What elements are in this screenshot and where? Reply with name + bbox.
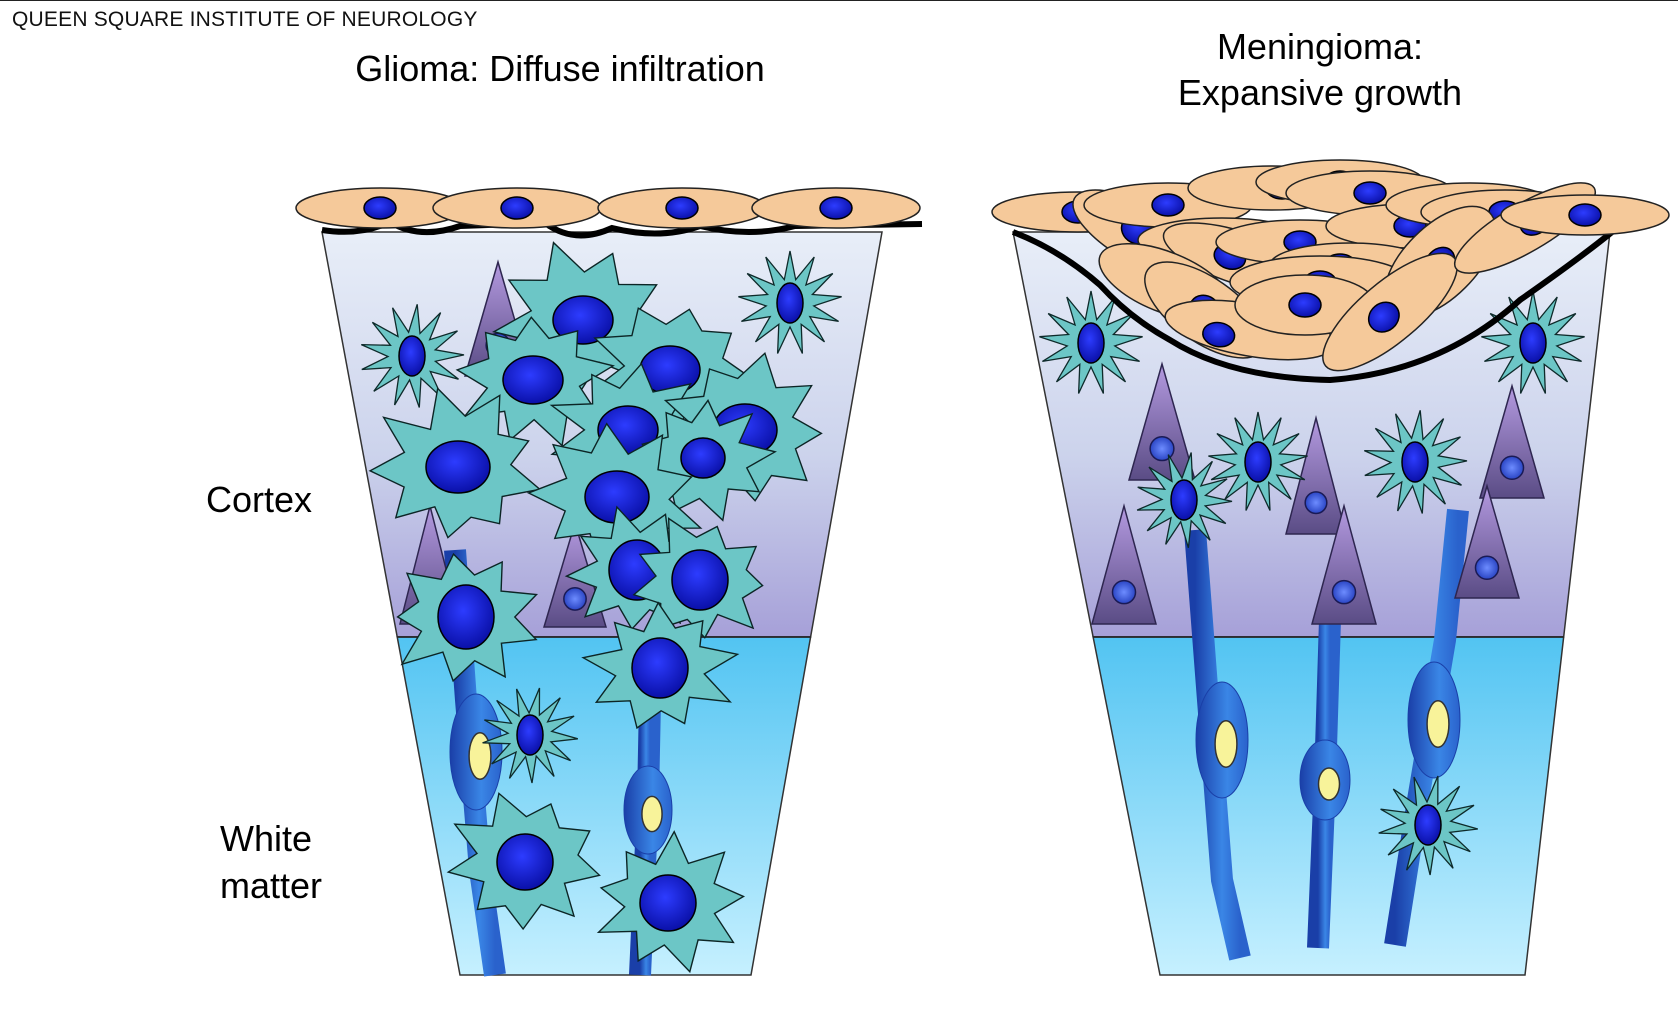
meningioma-cell-15-nucleus bbox=[1202, 321, 1236, 348]
meningioma-microglia-1-nucleus bbox=[1077, 322, 1105, 364]
meningioma-cell-16-nucleus bbox=[1288, 292, 1322, 318]
glioma-meningeal-cell-4-nucleus bbox=[819, 196, 853, 220]
glioma-tumor-cell-14-nucleus bbox=[639, 874, 697, 932]
glioma-tumor-cell-11-nucleus bbox=[437, 584, 495, 650]
glioma-meningeal-cell-4 bbox=[751, 187, 921, 229]
meningioma-axon-2-nucleus bbox=[1317, 767, 1341, 801]
meningioma-axon-1-nucleus bbox=[1214, 720, 1238, 768]
glioma-tumor-cell-12-nucleus bbox=[631, 637, 689, 699]
meningeal-cells bbox=[295, 159, 1670, 384]
glioma-microglia-2-nucleus bbox=[776, 282, 804, 324]
meningioma-axon-3-nucleus bbox=[1426, 700, 1450, 748]
glioma-microglia-3-nucleus bbox=[516, 714, 544, 756]
meningioma-neuron-6 bbox=[1454, 483, 1520, 599]
cortex-label: Cortex bbox=[206, 479, 313, 520]
top-rule bbox=[0, 0, 1678, 1]
meningioma-neuron-6-nucleus bbox=[1474, 555, 1500, 581]
meningioma-microglia-6-nucleus bbox=[1414, 804, 1442, 846]
meningioma-cell-3-nucleus bbox=[1151, 193, 1185, 217]
neurons bbox=[399, 259, 1545, 628]
meningioma-neuron-5 bbox=[1479, 383, 1545, 499]
glioma-tumor-cell-7-nucleus bbox=[680, 437, 726, 479]
meningioma-microglia-2-nucleus bbox=[1170, 479, 1198, 521]
meningioma-cell-20 bbox=[1322, 252, 1458, 372]
glioma-neuron-3-nucleus bbox=[563, 587, 587, 611]
glioma-meningeal-cell-3-nucleus bbox=[665, 196, 699, 220]
meningioma-microglia-3-nucleus bbox=[1244, 441, 1272, 483]
glioma-tumor-cell-10-nucleus bbox=[671, 549, 729, 611]
meningioma-meningeal-membrane bbox=[1011, 229, 1614, 384]
meningioma-neuron-5-nucleus bbox=[1499, 455, 1525, 481]
white-matter-label-line1: White bbox=[220, 818, 313, 859]
glioma-tumor-cells bbox=[368, 241, 823, 974]
meningioma-cell-20-nucleus bbox=[1367, 301, 1400, 333]
institution-header: QUEEN SQUARE INSTITUTE OF NEUROLOGY bbox=[12, 8, 478, 31]
glioma-title: Glioma: Diffuse infiltration bbox=[355, 48, 765, 89]
meningioma-neuron-2-nucleus bbox=[1111, 579, 1137, 605]
axons bbox=[444, 508, 1469, 977]
glioma-tumor-cell-2-nucleus bbox=[502, 355, 564, 405]
meningioma-neuron-2 bbox=[1091, 503, 1157, 625]
glioma-meningeal-cell-1-nucleus bbox=[363, 196, 397, 220]
glioma-tumor-cell-5-nucleus bbox=[425, 440, 491, 494]
meningioma-microglia-5-nucleus bbox=[1519, 322, 1547, 364]
meningioma-neuron-3 bbox=[1285, 415, 1347, 535]
meningioma-cell-22-nucleus bbox=[1568, 203, 1602, 227]
glioma-axon-2-nucleus bbox=[641, 795, 663, 833]
meningioma-cell-9-nucleus bbox=[1353, 181, 1387, 205]
glioma-tumor-cell-1-nucleus bbox=[552, 295, 614, 345]
white-matter-label-line2: matter bbox=[220, 865, 323, 906]
meningioma-neuron-4 bbox=[1311, 503, 1377, 625]
glioma-tumor-cell-13-nucleus bbox=[496, 833, 554, 891]
glioma-microglia-1-nucleus bbox=[398, 335, 426, 377]
glioma-meningeal-cell-3 bbox=[597, 187, 767, 229]
meningioma-neuron-3-nucleus bbox=[1304, 491, 1328, 515]
microglia-cells bbox=[361, 250, 1585, 876]
glioma-axon-1-nucleus bbox=[468, 732, 492, 780]
meningioma-title-line1: Meningioma: bbox=[1216, 26, 1424, 67]
glioma-meningeal-cell-1 bbox=[295, 187, 465, 229]
meningioma-neuron-4-nucleus bbox=[1331, 579, 1357, 605]
meningioma-cell-22 bbox=[1500, 194, 1670, 236]
meningioma-microglia-4-nucleus bbox=[1401, 441, 1429, 483]
glioma-meningeal-cell-2 bbox=[432, 187, 602, 229]
glioma-meningeal-cell-2-nucleus bbox=[500, 196, 534, 220]
meningioma-title-line2: Expansive growth bbox=[1177, 72, 1463, 113]
